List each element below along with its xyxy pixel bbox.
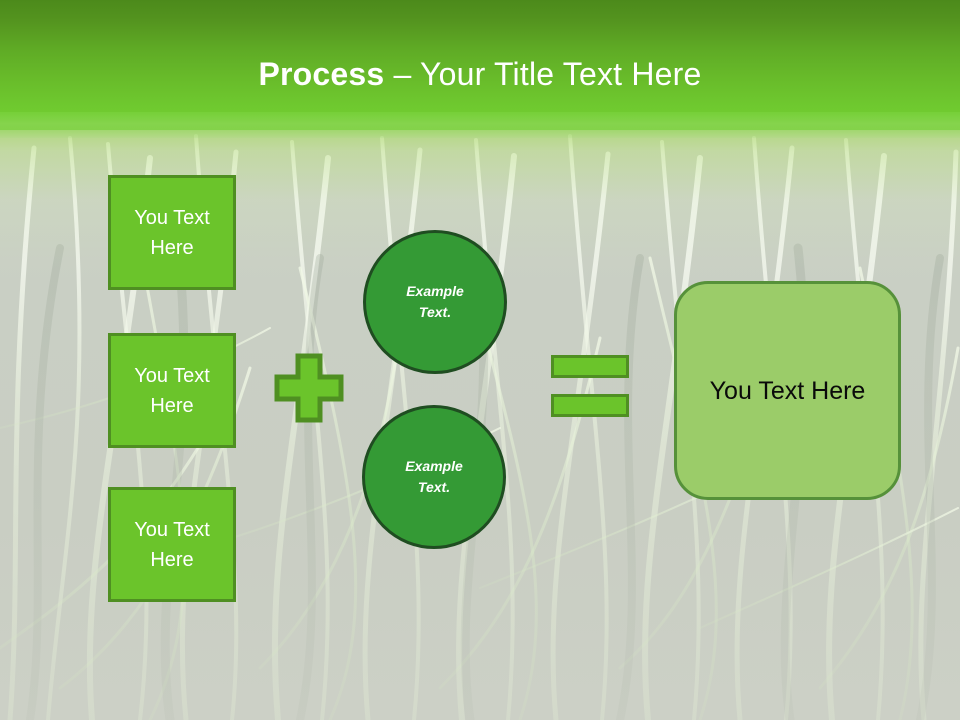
result-panel[interactable]: You Text Here <box>674 281 901 500</box>
result-panel-label: You Text Here <box>709 376 866 405</box>
plus-operator[interactable] <box>274 353 344 423</box>
input-box-1[interactable]: You Text Here <box>108 175 236 290</box>
plus-icon <box>274 353 344 423</box>
process-circle-2-line1: Example <box>405 458 463 474</box>
input-box-2-line2: Here <box>150 394 194 417</box>
process-circle-1[interactable]: Example Text. <box>363 230 507 374</box>
page-title-rest: – Your Title Text Here <box>384 56 702 92</box>
input-box-1-label: You Text Here <box>134 203 210 263</box>
title-banner <box>0 0 960 138</box>
process-circle-1-line1: Example <box>406 283 464 299</box>
input-box-1-line2: Here <box>150 236 194 259</box>
input-box-3-line2: Here <box>150 548 194 571</box>
input-box-3[interactable]: You Text Here <box>108 487 236 602</box>
input-box-1-line1: You Text <box>134 206 210 229</box>
input-box-3-label: You Text Here <box>134 515 210 575</box>
process-circle-2-line2: Text. <box>417 479 451 495</box>
process-circle-2-label: Example Text. <box>405 456 463 498</box>
input-box-2-line1: You Text <box>134 364 210 387</box>
banner-glow <box>0 112 960 138</box>
equals-icon-bar-bottom <box>551 394 629 417</box>
equals-operator[interactable] <box>551 355 629 417</box>
input-box-2[interactable]: You Text Here <box>108 333 236 448</box>
process-circle-1-label: Example Text. <box>406 281 464 323</box>
page-title: Process – Your Title Text Here <box>0 54 960 94</box>
equals-icon-bar-top <box>551 355 629 378</box>
process-circle-2[interactable]: Example Text. <box>362 405 506 549</box>
page-title-bold: Process <box>258 56 385 92</box>
input-box-3-line1: You Text <box>134 518 210 541</box>
process-circle-1-line2: Text. <box>418 304 452 320</box>
input-box-2-label: You Text Here <box>134 361 210 421</box>
